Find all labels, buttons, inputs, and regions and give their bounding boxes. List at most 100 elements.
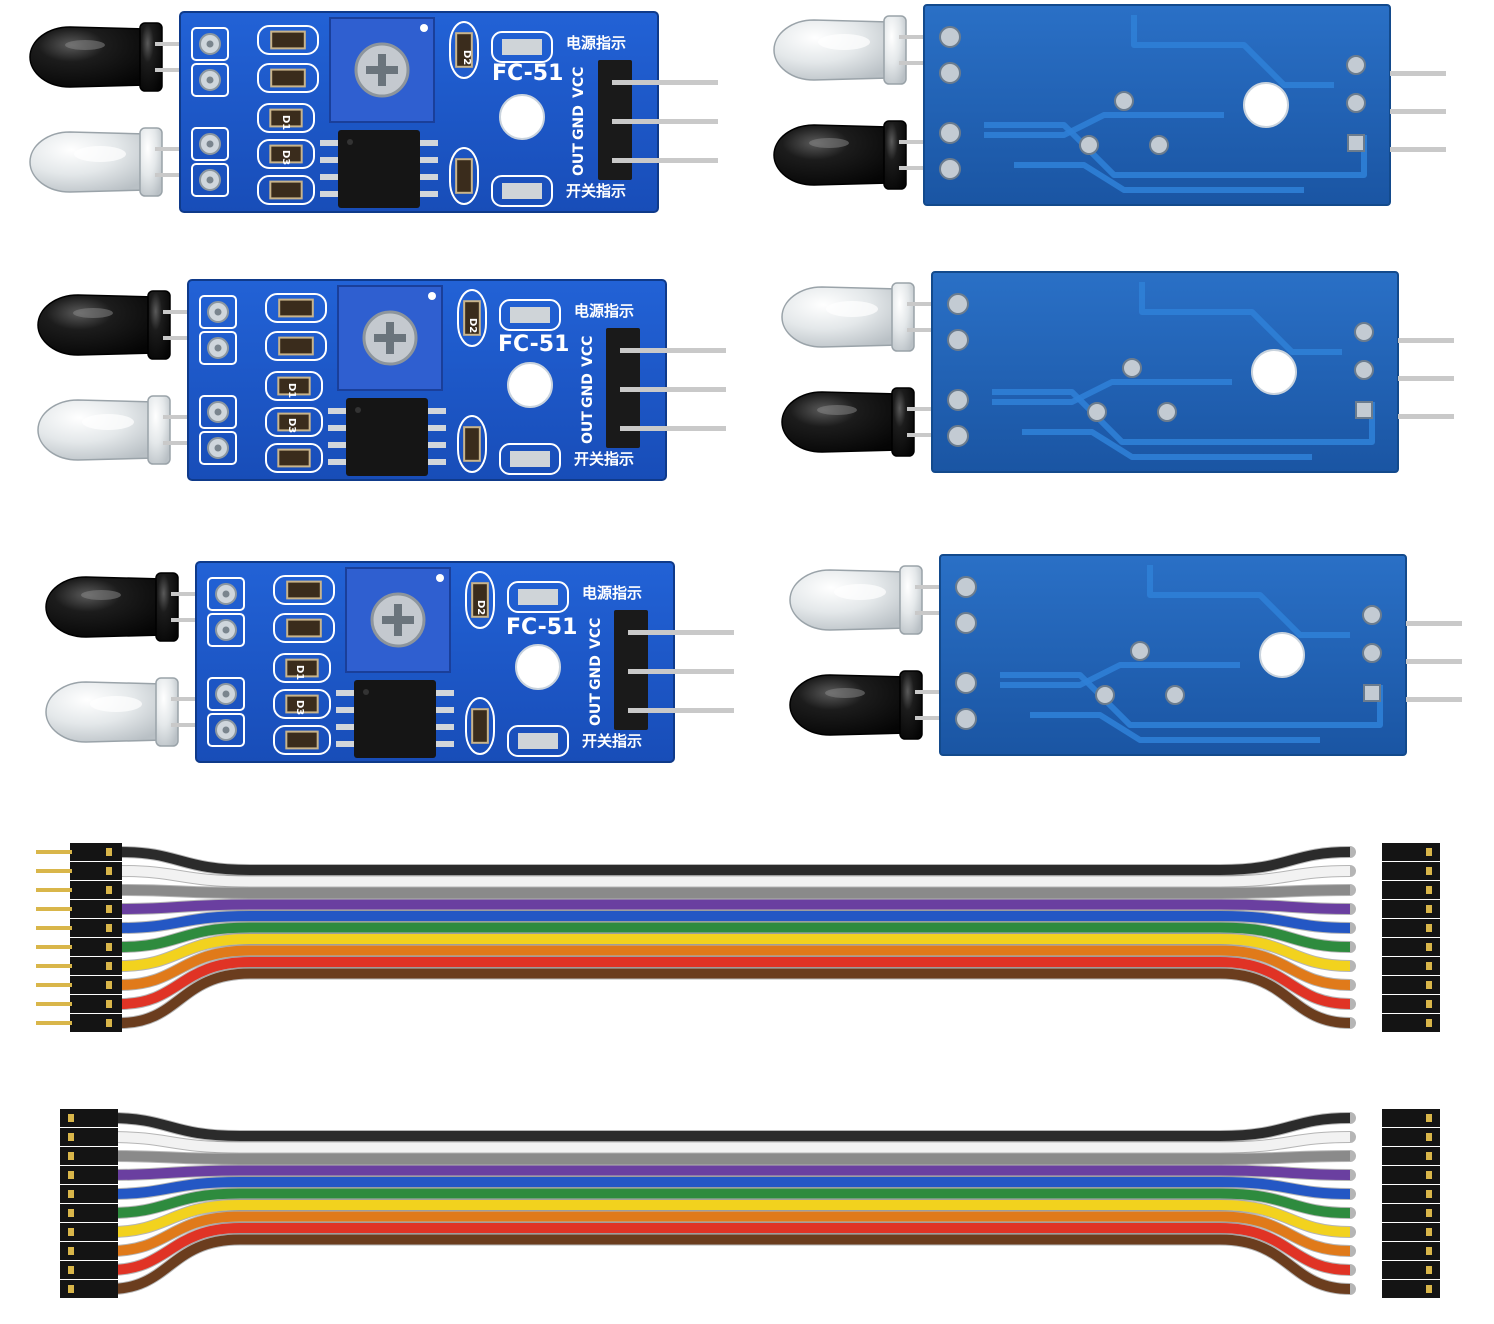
header-pin: [1406, 621, 1462, 626]
smd-component: [273, 613, 335, 643]
switch-indicator-label: 开关指示: [566, 182, 626, 200]
ir-emitter-led-clear: [29, 127, 163, 197]
comparator-chip: [328, 398, 446, 476]
socket-mark: [68, 1133, 74, 1141]
connector-housing: [1382, 919, 1440, 937]
connector-right-female: [1382, 900, 1440, 918]
via: [1149, 135, 1169, 155]
connector-left-female: [60, 1147, 118, 1165]
header-pin: [1390, 109, 1446, 114]
socket-mark: [1426, 1000, 1432, 1008]
connector-left-male: [36, 843, 122, 861]
connector-housing: [1382, 1204, 1440, 1222]
switch-indicator-led: [507, 725, 569, 757]
sensor-board-back-1: [773, 4, 1446, 206]
connector-housing: [70, 900, 122, 918]
connector-housing: [60, 1109, 118, 1127]
screw-slot: [386, 322, 394, 354]
mounting-hole: [507, 362, 553, 408]
smd-component: [457, 415, 487, 473]
via: [1165, 685, 1185, 705]
solder-pad: [1362, 643, 1382, 663]
socket-mark: [1426, 1133, 1432, 1141]
socket-mark: [1426, 905, 1432, 913]
ir-emitter-led-clear: [781, 282, 915, 352]
smd-component: [257, 139, 315, 169]
connector-right-female: [1382, 1109, 1440, 1127]
power-indicator-label: 电源指示: [566, 34, 626, 52]
connector-left-female: [60, 1204, 118, 1222]
wire: [109, 1188, 1351, 1218]
socket-mark: [68, 1190, 74, 1198]
connector-housing: [1382, 1128, 1440, 1146]
copper-traces: [992, 282, 1375, 460]
solder-pad: [947, 329, 969, 351]
pin-vcc-label: VCC: [571, 67, 587, 98]
gold-pin: [36, 926, 72, 930]
power-indicator-led: [507, 581, 569, 613]
ir-emitter-led-clear: [37, 395, 171, 465]
switch-indicator-led: [491, 175, 553, 207]
header-pin: [1390, 71, 1446, 76]
solder-pad: [947, 389, 969, 411]
connector-housing: [1382, 938, 1440, 956]
pin-gnd-label: GND: [588, 655, 604, 690]
fc51-label: FC-51: [498, 332, 569, 357]
connector-housing: [1382, 1109, 1440, 1127]
socket-mark: [1426, 1209, 1432, 1217]
d3-label: D3: [286, 418, 297, 433]
connector-housing: [1382, 862, 1440, 880]
socket-mark: [1426, 1285, 1432, 1293]
smd-component: [273, 653, 331, 683]
solder-pad: [207, 577, 245, 611]
wire: [109, 1151, 1351, 1164]
socket-mark: [1426, 1247, 1432, 1255]
power-indicator-led: [499, 299, 561, 331]
connector-left-male: [36, 938, 122, 956]
solder-pad-square: [1347, 134, 1365, 152]
wire: [119, 922, 1351, 952]
connector-housing: [60, 1185, 118, 1203]
connector-left-female: [60, 1223, 118, 1241]
solder-pad: [955, 576, 977, 598]
connector-right-female: [1382, 1147, 1440, 1165]
connector-right-female: [1382, 1204, 1440, 1222]
sensor-board-back-3: [789, 554, 1462, 756]
connector-right-female: [1382, 862, 1440, 880]
smd-component: [273, 725, 331, 755]
connector-housing: [1382, 843, 1440, 861]
smd-component: [449, 21, 479, 79]
socket-mark: [68, 1247, 74, 1255]
socket-mark: [1426, 1228, 1432, 1236]
socket-mark: [1426, 962, 1432, 970]
ir-receiver-led-black: [789, 670, 923, 740]
solder-pad: [1346, 55, 1366, 75]
wire: [119, 945, 1351, 990]
connector-left-male: [36, 881, 122, 899]
wire: [119, 847, 1351, 875]
connector-left-female: [60, 1128, 118, 1146]
connector-housing: [1382, 1223, 1440, 1241]
smd-component: [257, 175, 315, 205]
solder-pad: [199, 331, 237, 365]
connector-left-female: [60, 1261, 118, 1279]
connector-housing: [1382, 995, 1440, 1013]
sensor-board-front-2: [37, 279, 726, 481]
gold-band: [106, 886, 112, 894]
solder-pad: [939, 122, 961, 144]
pin-vcc-label: VCC: [580, 336, 596, 367]
solder-pad: [191, 163, 229, 197]
solder-pad: [207, 613, 245, 647]
front-board-3-labels: FC-51 电源指示 开关指示 VCC GND OUT D1 D2 D3: [294, 584, 642, 750]
via: [1114, 91, 1134, 111]
header-pin: [612, 158, 718, 163]
d3-label: D3: [280, 150, 291, 165]
wire: [109, 1200, 1351, 1237]
mounting-hole: [515, 644, 561, 690]
solder-pad-square: [1363, 684, 1381, 702]
connector-left-male: [36, 1014, 122, 1032]
potentiometer: [345, 567, 451, 673]
ir-emitter-led-clear: [773, 15, 907, 85]
gold-pin: [36, 1021, 72, 1025]
gold-band: [106, 943, 112, 951]
